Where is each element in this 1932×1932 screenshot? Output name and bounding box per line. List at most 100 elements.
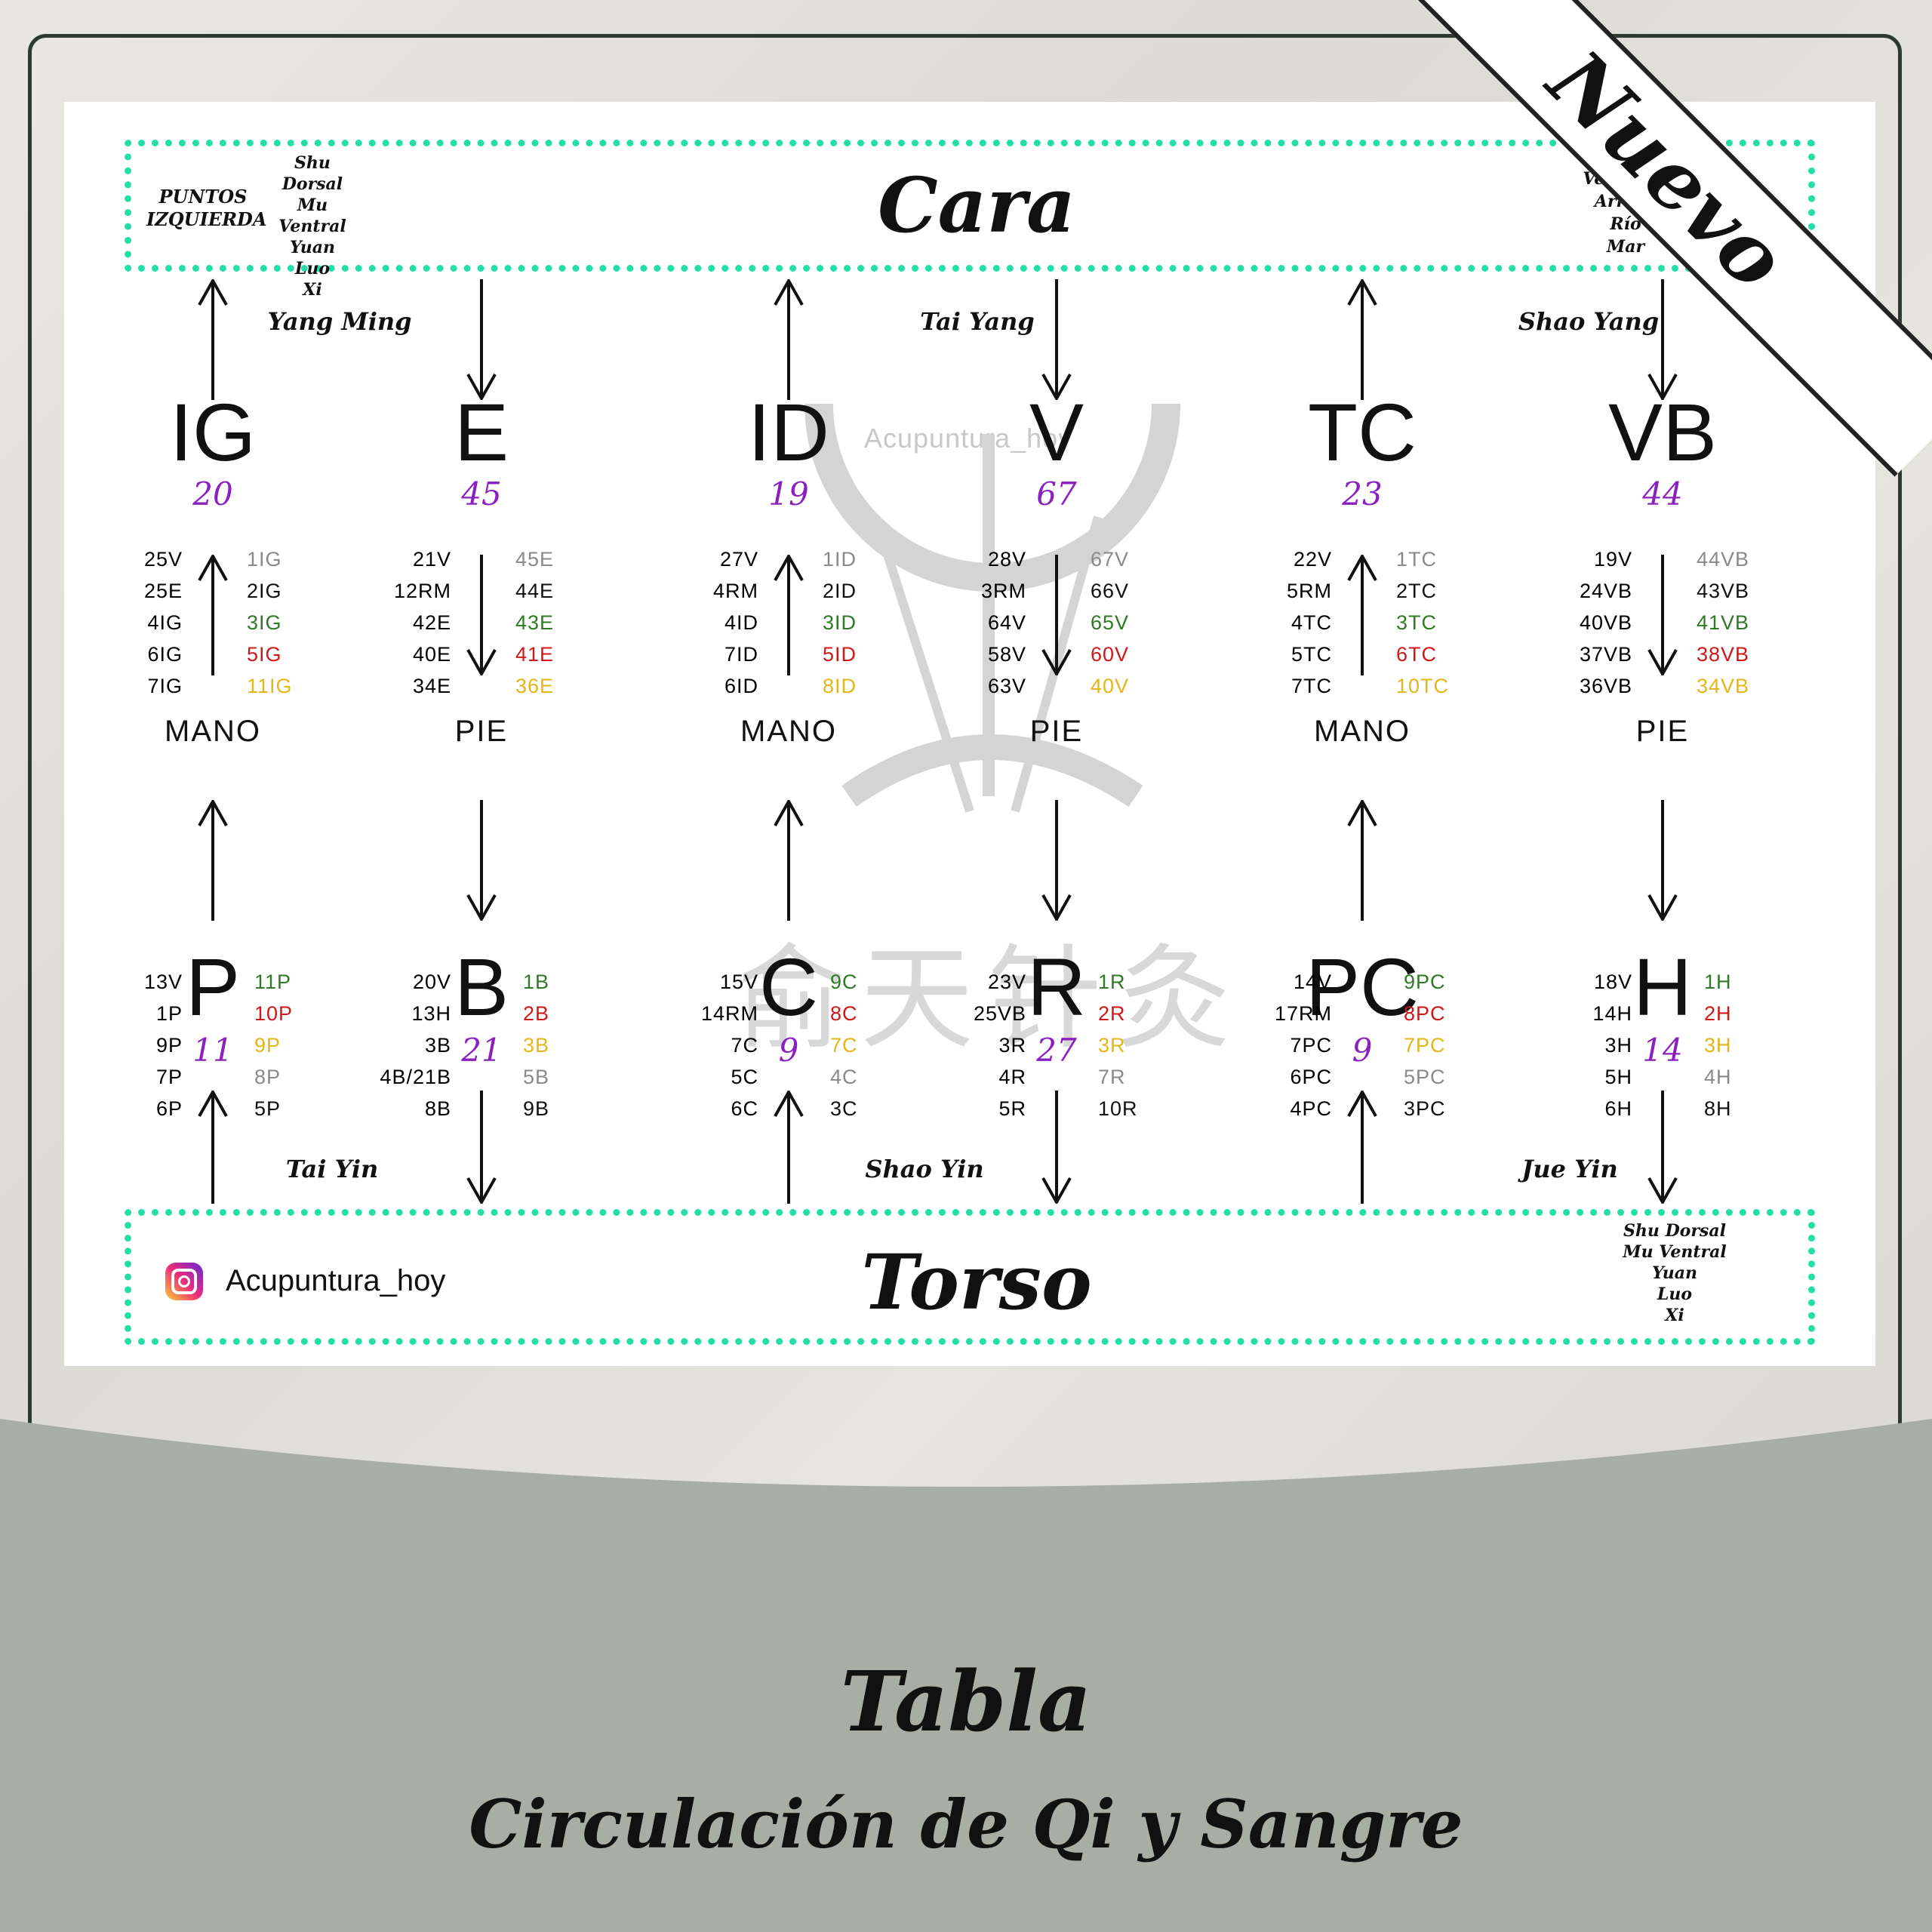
arrow-lower-TC	[1347, 800, 1377, 921]
pair-label-bottom: Jue Yin	[1521, 1155, 1618, 1183]
limb-label-E: PIE	[454, 715, 509, 748]
point-label: 12RM	[393, 580, 451, 602]
point-label: 1H	[1704, 971, 1732, 993]
point-label: 3R	[1098, 1034, 1126, 1057]
point-label: 25E	[143, 580, 183, 602]
channel-number-V: 67	[1036, 475, 1077, 512]
point-label: 36VB	[1579, 675, 1632, 697]
caption-band	[0, 1419, 1932, 1932]
header-left-list-item: Yuan	[289, 238, 336, 257]
point-label: 14H	[1592, 1002, 1632, 1025]
point-label: 42E	[412, 611, 451, 634]
pair-label-bottom: Tai Yin	[285, 1155, 379, 1183]
point-label: 18V	[1593, 971, 1632, 993]
puntos-izquierda-label: PUNTOS IZQUIERDA	[146, 186, 267, 230]
pair-label-top: Yang Ming	[267, 307, 412, 336]
point-label: 5H	[1604, 1066, 1632, 1088]
arrow-lower-IG	[198, 800, 228, 921]
point-label: 2IG	[247, 580, 282, 602]
point-label: 4C	[830, 1066, 858, 1088]
point-label: 25VB	[973, 1002, 1026, 1025]
point-label: 14V	[1293, 971, 1332, 993]
point-label: 5RM	[1286, 580, 1332, 602]
point-label: 6ID	[724, 675, 758, 697]
arrow-bottom-R	[1041, 1091, 1072, 1204]
point-label: 2ID	[823, 580, 857, 602]
channel-number-H: 14	[1642, 1032, 1683, 1069]
arrow-mid-ID	[774, 555, 804, 675]
channel-name-H: H	[1633, 941, 1692, 1032]
arrow-top-V	[1041, 279, 1072, 400]
point-label: 20V	[412, 971, 451, 993]
channel-number-R: 27	[1036, 1032, 1077, 1069]
channel-name-E: E	[454, 386, 509, 478]
header-left-list-item: Xi	[303, 280, 322, 300]
point-label: 3ID	[823, 611, 857, 634]
point-label: 10TC	[1396, 675, 1450, 697]
point-label: 3IG	[247, 611, 282, 634]
point-label: 44VB	[1697, 548, 1750, 571]
footer-right-list-item: Luo	[1657, 1284, 1693, 1304]
arrow-mid-E	[466, 555, 497, 675]
point-label: 9P	[155, 1034, 183, 1057]
point-label: 15V	[719, 971, 758, 993]
point-label: 25V	[143, 548, 183, 571]
point-label: 5R	[998, 1097, 1026, 1120]
point-label: 5TC	[1291, 643, 1332, 666]
point-label: 8P	[254, 1066, 281, 1088]
point-label: 66V	[1091, 580, 1130, 602]
point-label: 4H	[1704, 1066, 1732, 1088]
point-label: 43E	[515, 611, 555, 634]
point-label: 1P	[155, 1002, 183, 1025]
point-label: 9P	[254, 1034, 281, 1057]
point-label: 27V	[719, 548, 758, 571]
point-label: 7PC	[1404, 1034, 1446, 1057]
point-label: 5P	[254, 1097, 281, 1120]
channel-name-V: V	[1029, 386, 1084, 478]
point-label: 7C	[830, 1034, 858, 1057]
point-label: 7PC	[1290, 1034, 1332, 1057]
channel-number-P: 11	[192, 1032, 233, 1069]
point-label: 7R	[1098, 1066, 1126, 1088]
limb-label-V: PIE	[1029, 715, 1084, 748]
point-label: 3TC	[1396, 611, 1438, 634]
point-label: 8H	[1704, 1097, 1732, 1120]
arrow-top-ID	[774, 279, 804, 400]
channel-number-C: 9	[778, 1032, 799, 1069]
channel-name-IG: IG	[169, 386, 256, 478]
arrow-lower-V	[1041, 800, 1072, 921]
point-label: 6P	[155, 1097, 183, 1120]
arrow-bottom-B	[466, 1091, 497, 1204]
point-label: 13V	[143, 971, 183, 993]
point-label: 6PC	[1290, 1066, 1332, 1088]
point-label: 2H	[1704, 1002, 1732, 1025]
point-label: 1B	[523, 971, 550, 993]
point-label: 3RM	[980, 580, 1026, 602]
point-label: 24VB	[1579, 580, 1632, 602]
point-label: 64V	[987, 611, 1026, 634]
channel-number-VB: 44	[1642, 475, 1683, 512]
svg-text:俞天针灸: 俞天针灸	[743, 934, 1234, 1065]
point-label: 7C	[731, 1034, 758, 1057]
arrow-lower-VB	[1647, 800, 1678, 921]
point-label: 36E	[515, 675, 555, 697]
point-label: 7TC	[1291, 675, 1332, 697]
point-label: 4B/21B	[380, 1066, 451, 1088]
channel-name-PC: PC	[1305, 941, 1420, 1032]
point-label: 63V	[987, 675, 1026, 697]
limb-label-TC: MANO	[1314, 715, 1411, 748]
point-label: 5B	[523, 1066, 550, 1088]
point-label: 4IG	[147, 611, 183, 634]
